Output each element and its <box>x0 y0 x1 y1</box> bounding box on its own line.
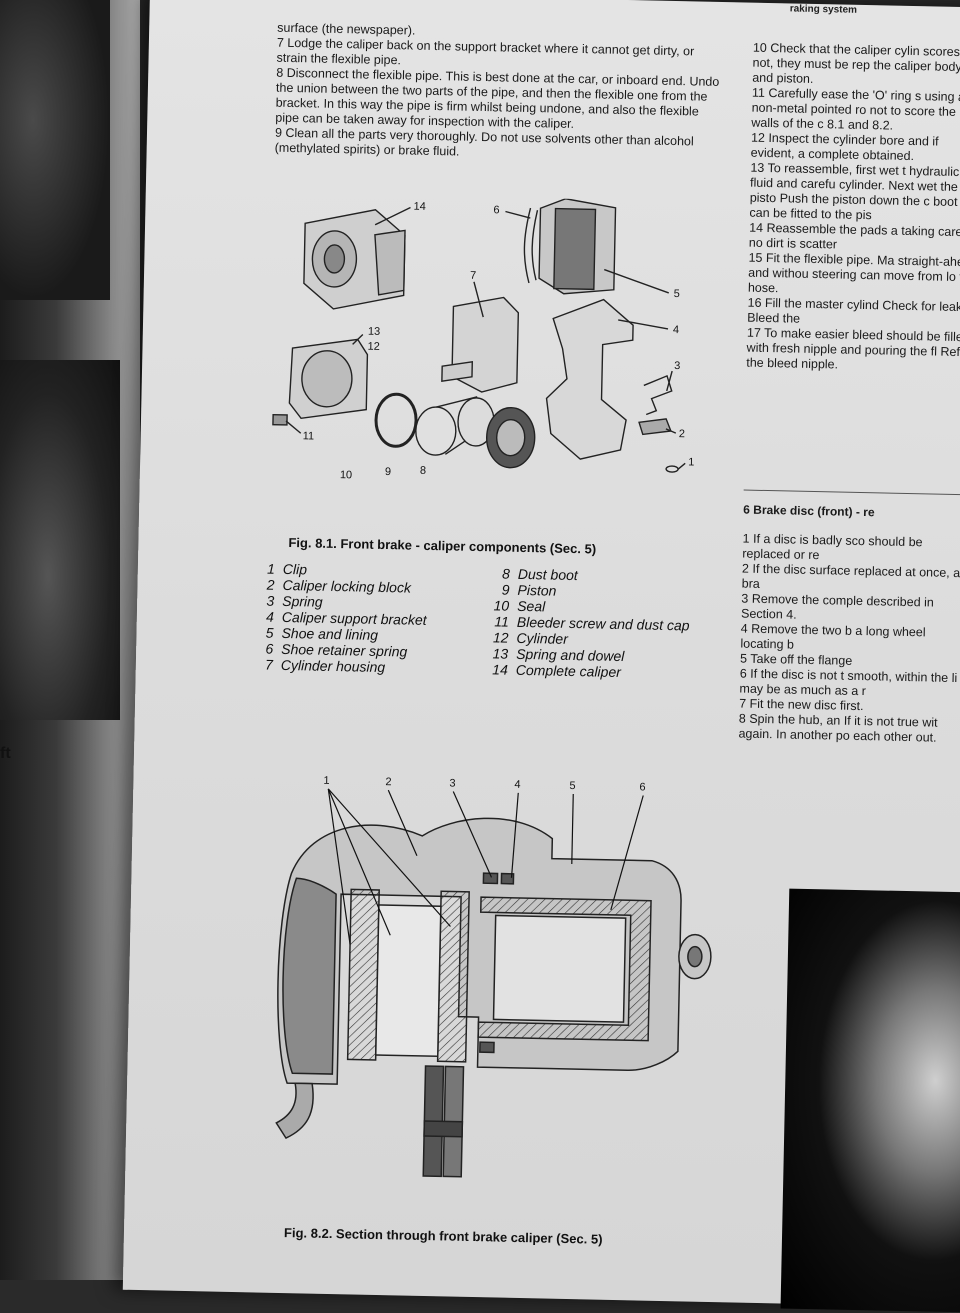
paragraph: 13 To reassemble, first wet t hydraulic … <box>749 160 960 223</box>
callout-10: 10 <box>340 469 352 481</box>
paragraph: 8 Disconnect the flexible pipe. This is … <box>275 65 720 131</box>
right-text-column: 10 Check that the caliper cylin scores. … <box>746 41 960 376</box>
section-callout-6: 6 <box>639 781 645 793</box>
callout-14: 14 <box>413 201 425 213</box>
paragraph: 10 Check that the caliper cylin scores. … <box>752 40 960 86</box>
callout-9: 9 <box>385 466 391 478</box>
callout-12: 12 <box>367 341 379 353</box>
legend-item: Complete caliper <box>515 661 622 681</box>
callout-3: 3 <box>674 360 680 372</box>
section-callout-1: 1 <box>323 775 329 787</box>
callout-2: 2 <box>679 428 685 440</box>
callout-13: 13 <box>368 326 380 338</box>
callout-8: 8 <box>420 465 426 477</box>
paragraph: 1 If a disc is badly sco should be repla… <box>742 531 923 563</box>
section-heading: 6 Brake disc (front) - re <box>743 502 875 520</box>
section-divider <box>743 489 960 496</box>
section-callout-2: 2 <box>385 776 391 788</box>
paragraph: 15 Fit the flexible pipe. Ma straight-ah… <box>747 250 960 296</box>
callout-6: 6 <box>493 204 499 216</box>
paragraph: 14 Reassemble the pads a taking care no … <box>748 220 960 252</box>
paragraph: 8 Spin the hub, an If it is not true wit… <box>738 711 938 745</box>
section-6-column: 6 Brake disc (front) - re 1 If a disc is… <box>738 503 960 747</box>
callout-1: 1 <box>688 456 694 468</box>
legend-item: Seal <box>517 597 546 615</box>
paragraph: 2 If the disc surface replaced at once, … <box>741 561 960 591</box>
left-photo-bottom <box>0 360 120 720</box>
callout-7: 7 <box>470 270 476 282</box>
fig-8-1-caption: Fig. 8.1. Front brake - caliper componen… <box>288 535 597 557</box>
legend-item: Cylinder <box>516 629 569 647</box>
fig-8-2-section-diagram: 1 2 3 4 5 6 <box>275 775 712 1178</box>
callout-11: 11 <box>303 430 315 442</box>
legend-item: Dust boot <box>517 565 578 584</box>
callout-5: 5 <box>674 288 680 300</box>
legend-item: Spring <box>282 592 323 610</box>
section-callout-3: 3 <box>449 777 455 789</box>
legend-item: Clip <box>282 560 308 578</box>
brake-disc-photo <box>780 888 960 1313</box>
legend-item: Piston <box>517 581 557 599</box>
paragraph: 6 If the disc is not t smooth, within th… <box>739 666 958 699</box>
legend-item: Cylinder housing <box>280 656 386 676</box>
fig-8-2-caption: Fig. 8.2. Section through front brake ca… <box>283 1225 603 1247</box>
left-text-column: surface (the newspaper). 7 Lodge the cal… <box>275 21 728 165</box>
running-header: raking system <box>789 3 858 16</box>
callout-4: 4 <box>673 324 679 336</box>
section-callout-4: 4 <box>514 779 520 791</box>
manual-page: raking system surface (the newspaper). 7… <box>122 0 960 1313</box>
paragraph: 16 Fill the master cylind Check for leak… <box>747 295 960 326</box>
left-photo-top <box>0 0 110 300</box>
fig-8-1-exploded-diagram: 14 6 5 7 4 13 12 3 11 2 1 10 9 8 <box>272 198 694 481</box>
paragraph: 12 Inspect the cylinder bore and if evid… <box>750 130 939 164</box>
left-page-edge: ft <box>0 0 140 1280</box>
paragraph: 11 Carefully ease the 'O' ring s using a… <box>751 85 960 133</box>
section-callout-5: 5 <box>569 780 575 792</box>
paragraph: 17 To make easier bleed should be filled… <box>746 325 960 372</box>
paragraph: 3 Remove the comple described in Section… <box>740 591 934 622</box>
paragraph: 4 Remove the two b a long wheel locating… <box>740 621 926 652</box>
left-page-fragment: ft <box>0 745 11 762</box>
